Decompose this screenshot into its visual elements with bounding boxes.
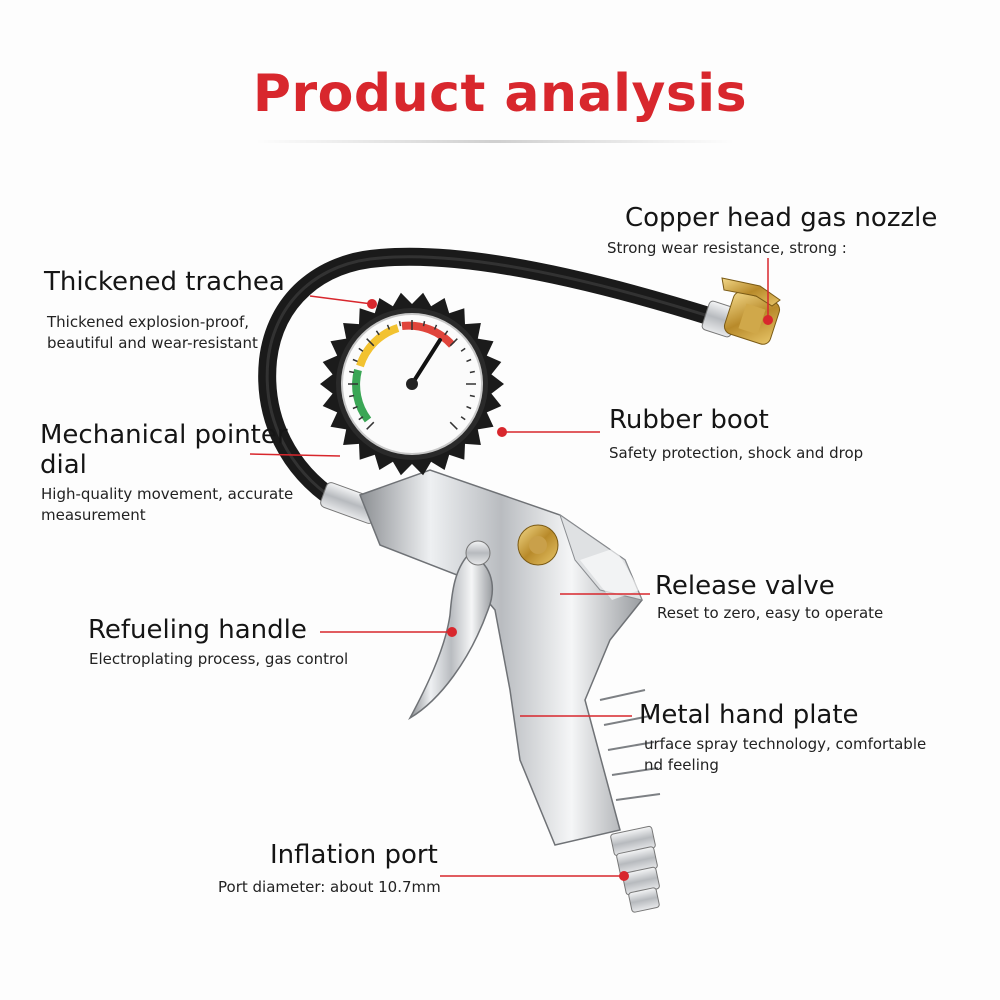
marker-dot [619,871,629,881]
callout-copper-nozzle-label: Copper head gas nozzle [625,203,938,233]
callout-dial-desc: High-quality movement, accurate measurem… [41,485,294,524]
callout-dial-label: Mechanical pointer dial [40,420,288,480]
callout-rubber-boot-desc: Safety protection, shock and drop [609,444,864,462]
marker-dot [367,299,377,309]
callout-release-valve-desc: Reset to zero, easy to operate [657,604,884,622]
gauge-tick [422,321,426,327]
gauge-tick [352,358,358,363]
callout-trachea-desc: Thickened explosion-proof, beautiful and… [47,313,258,352]
gauge-tick [449,338,458,347]
gauge-tick [466,358,472,363]
gauge-tick [398,321,402,327]
gauge-needle [410,338,442,386]
marker-dot [497,427,507,437]
callout-hand-plate-desc: urface spray technology, comfortable nd … [644,735,927,774]
gauge-tick [460,347,466,352]
gauge-tick [444,330,449,336]
gauge-tick [349,394,355,398]
gauge-tick [386,324,391,330]
callout-hand-plate-label: Metal hand plate [639,700,859,730]
gauge-tick [366,421,375,430]
gauge-tick [449,421,458,430]
callout-inflation-port-desc: Port diameter: about 10.7mm [218,878,441,896]
gauge-tick [469,370,475,374]
gauge-tick [352,405,358,410]
gauge-tick [375,330,380,336]
gauge-tick [366,338,375,347]
callout-rubber-boot-label: Rubber boot [609,405,769,435]
page-title: Product analysis [252,64,748,124]
marker-dot [763,315,773,325]
copper-nozzle [701,277,781,345]
inflation-port [610,825,660,913]
gauge-tick [358,416,364,421]
gauge-arc-green [352,368,372,423]
callout-copper-nozzle-desc: Strong wear resistance, strong : [607,239,847,257]
gauge-ticks [348,320,476,430]
gauge-tick [358,347,364,352]
gauge-tick [469,394,475,398]
gauge-tick [466,405,472,410]
gauge-arc-yellow [356,324,400,368]
callout-refueling-handle-desc: Electroplating process, gas control [89,650,349,668]
callout-inflation-port-label: Inflation port [270,840,438,870]
callout-trachea-label: Thickened trachea [44,267,285,297]
gauge-arc-red [401,321,455,348]
gauge-tick [349,370,355,374]
callout-release-valve-label: Release valve [655,571,835,601]
callout-refueling-handle-label: Refueling handle [88,615,307,645]
gauge-tick [460,416,466,421]
gun-body [359,469,661,846]
gauge-tick [433,324,438,330]
marker-dot [447,627,457,637]
title-underline [255,140,735,143]
